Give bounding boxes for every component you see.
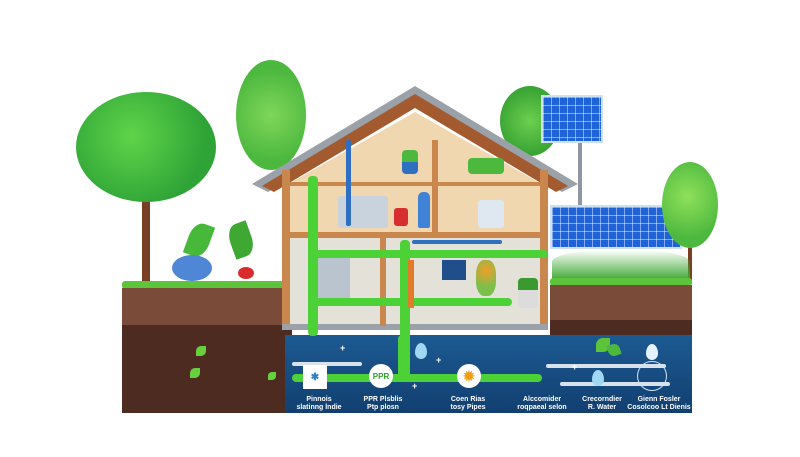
plus-marker: + (340, 343, 346, 353)
underground-white-pipe (292, 362, 362, 366)
right-grass-tufts (552, 250, 690, 280)
solar-pole (578, 140, 582, 240)
left-soil-top (122, 288, 292, 328)
red-berries (238, 267, 254, 279)
floor-1 (282, 182, 548, 186)
water-bottle (418, 192, 430, 228)
window (442, 260, 466, 280)
sink-icon: ✱ (310, 371, 320, 383)
attic-planter (468, 158, 504, 174)
solar-panel-array (550, 205, 682, 249)
sink-badge: ✱ (303, 365, 327, 389)
solar-panel-top (541, 95, 603, 143)
left-tree (76, 92, 216, 292)
underground-riser (398, 335, 408, 380)
ppr-icon: PPR (372, 371, 390, 381)
water-drop-icon (646, 344, 658, 360)
divider-wall (432, 140, 438, 234)
washing-machine (316, 256, 350, 306)
potted-plant (518, 278, 538, 308)
left-soil-deep (122, 325, 292, 413)
water-drop-icon (592, 370, 604, 386)
red-kettle (394, 208, 408, 226)
right-wall (540, 170, 548, 328)
floor-2 (282, 232, 548, 238)
right-soil-deep (550, 320, 692, 336)
seedling-icon (268, 372, 276, 380)
divider-wall-2 (380, 238, 386, 326)
ppr-badge: PPR (369, 364, 393, 388)
blue-flowers (172, 255, 212, 281)
tree-trunk (142, 162, 150, 292)
water-heater (478, 200, 504, 228)
seedling-icon (196, 346, 206, 356)
right-soil-top (550, 285, 692, 323)
tree-canopy (76, 92, 216, 202)
sun-badge: ✹ (457, 364, 481, 388)
floor-base (282, 324, 548, 330)
plus-marker: + (436, 355, 442, 365)
right-grass-strip (550, 278, 692, 286)
sun-icon: ✹ (463, 367, 475, 384)
right-tree (660, 162, 720, 284)
blue-pipe-attic (346, 140, 351, 226)
green-pipe-vertical-mid (400, 240, 410, 380)
left-grass-strip (122, 281, 292, 289)
left-wall (282, 170, 290, 328)
underground-white-pipe-right-2 (560, 382, 670, 386)
house-body (282, 110, 548, 380)
plus-marker: + (412, 381, 418, 391)
seedling-icon (190, 368, 200, 378)
gauge-circle-icon (637, 361, 667, 391)
attic-plant (402, 150, 418, 174)
flower-pot (476, 260, 496, 296)
green-pipe-horizontal-main (308, 250, 548, 258)
blue-pipe-basement (412, 240, 502, 244)
orange-pipe (408, 260, 414, 308)
underground-white-pipe-right (546, 364, 666, 368)
water-drop-icon (415, 343, 427, 359)
plus-marker: + (572, 362, 578, 372)
left-plants (160, 215, 280, 285)
background-tree (236, 60, 306, 170)
underground-main-pipe (292, 374, 542, 382)
